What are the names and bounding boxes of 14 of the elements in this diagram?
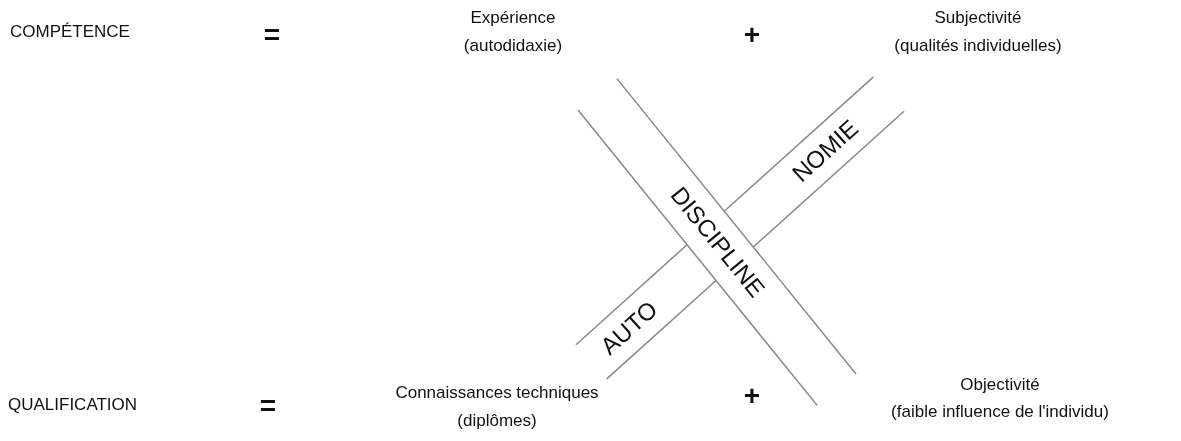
definition-text: (faible influence de l'individu): [891, 402, 1109, 422]
equals-sign: =: [263, 19, 281, 51]
plus-sign: +: [743, 380, 761, 412]
definition-text: Subjectivité: [934, 8, 1022, 28]
definition-text: Objectivité: [960, 375, 1040, 395]
definition-text: Expérience: [470, 8, 556, 28]
definition-text: (diplômes): [457, 411, 537, 431]
definition-text: (qualités individuelles): [894, 36, 1062, 56]
equals-sign: =: [259, 390, 277, 422]
term-label: QUALIFICATION: [8, 395, 138, 415]
definition-text: Connaissances techniques: [395, 383, 599, 403]
definition-text: (autodidaxie): [463, 36, 563, 56]
plus-sign: +: [743, 19, 761, 51]
term-label: COMPÉTENCE: [10, 22, 130, 42]
